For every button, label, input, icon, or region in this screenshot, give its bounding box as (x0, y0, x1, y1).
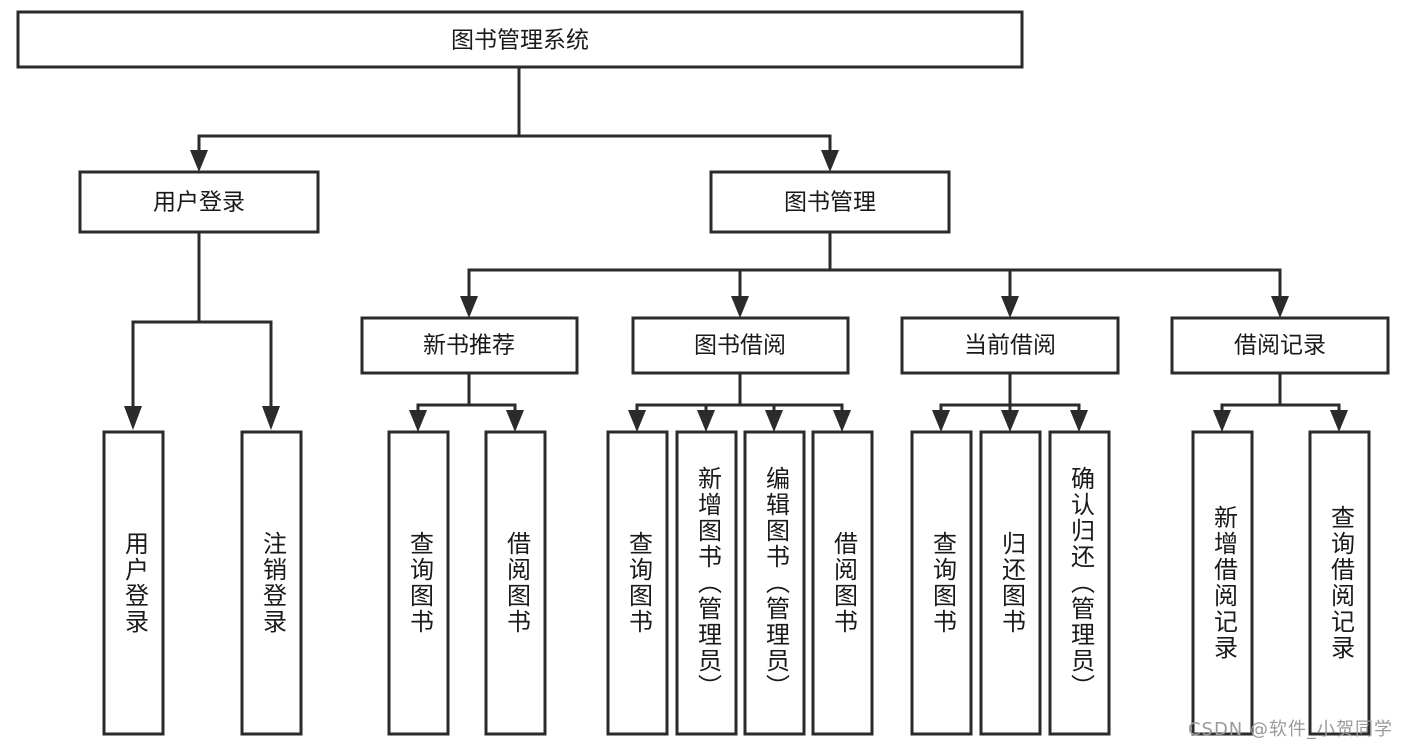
connectors-borrow-record-to-leaves (1213, 371, 1348, 432)
arrow-leaf-add-record (1213, 410, 1231, 432)
arrow-leaf-user-login (124, 406, 142, 430)
watermark: CSDN @软件_小贺同学 (1187, 719, 1393, 740)
arrow-leaf-logout (262, 406, 280, 430)
leaf-box-add-record[interactable] (1191, 430, 1254, 736)
leaf-box-query-record[interactable] (1308, 430, 1371, 736)
node-user-login-box[interactable] (78, 170, 320, 234)
node-new-book-recommend[interactable]: 新书推荐 (360, 316, 579, 375)
leaf-box-query-book-3[interactable] (910, 430, 973, 736)
arrow-leaf-borrow-book-2 (833, 410, 851, 432)
node-current-borrow[interactable]: 当前借阅 (900, 316, 1120, 375)
node-root[interactable]: 图书管理系统 (16, 10, 1024, 69)
node-book-borrow-box[interactable] (631, 316, 850, 375)
node-current-borrow-label: 当前借阅 (964, 333, 1056, 359)
leaf-boxes-book-borrow (606, 430, 874, 736)
leaf-box-user-login[interactable] (102, 430, 165, 736)
arrow-current-borrow (1001, 296, 1019, 318)
arrow-leaf-edit-book (765, 410, 783, 432)
leaf-boxes-new-book (387, 430, 547, 736)
node-book-management-box[interactable] (709, 170, 951, 234)
leaf-boxes-current-borrow (910, 430, 1111, 736)
node-root-label: 图书管理系统 (451, 28, 589, 54)
leaf-box-query-book-2[interactable] (606, 430, 669, 736)
connectors-book-borrow-to-leaves (628, 371, 851, 432)
node-borrow-record[interactable]: 借阅记录 (1170, 316, 1390, 375)
arrow-leaf-query-record (1330, 410, 1348, 432)
connectors-root-to-level2 (190, 65, 839, 172)
arrow-leaf-query-book-3 (932, 410, 950, 432)
leaf-box-add-book[interactable] (675, 430, 738, 736)
leaf-box-borrow-book-1[interactable] (484, 430, 547, 736)
leaf-box-edit-book[interactable] (743, 430, 806, 736)
connectors-current-borrow-to-leaves (932, 371, 1088, 432)
connectors-book-mgmt-to-level3 (460, 230, 1289, 318)
leaf-box-borrow-book-2[interactable] (811, 430, 874, 736)
arrow-new-book (460, 296, 478, 318)
connectors-new-book-to-leaves (409, 371, 524, 432)
node-new-book-recommend-box[interactable] (360, 316, 579, 375)
arrow-leaf-confirm-return (1070, 410, 1088, 432)
arrow-book-borrow (731, 296, 749, 318)
arrow-user-login (190, 150, 208, 172)
arrow-leaf-query-book-2 (628, 410, 646, 432)
arrow-borrow-record (1271, 296, 1289, 318)
leaf-boxes-borrow-record (1191, 430, 1371, 736)
connectors-user-login-to-leaves (124, 230, 280, 430)
node-book-management-label: 图书管理 (784, 190, 876, 216)
leaf-box-confirm-return[interactable] (1048, 430, 1111, 736)
leaf-box-return-book[interactable] (979, 430, 1042, 736)
arrow-leaf-add-book (697, 410, 715, 432)
arrow-leaf-return-book (1001, 410, 1019, 432)
node-borrow-record-label: 借阅记录 (1234, 333, 1326, 359)
leaf-box-logout[interactable] (240, 430, 303, 736)
node-new-book-recommend-label: 新书推荐 (423, 333, 515, 359)
node-book-borrow-label: 图书借阅 (694, 333, 786, 359)
node-root-box[interactable] (16, 10, 1024, 69)
node-book-borrow[interactable]: 图书借阅 (631, 316, 850, 375)
arrow-book-mgmt (821, 150, 839, 172)
node-borrow-record-box[interactable] (1170, 316, 1390, 375)
arrow-leaf-borrow-book-1 (506, 410, 524, 432)
node-book-management[interactable]: 图书管理 (709, 170, 951, 234)
leaf-boxes-user-login (102, 430, 303, 736)
leaf-box-query-book-1[interactable] (387, 430, 450, 736)
node-user-login[interactable]: 用户登录 (78, 170, 320, 234)
node-user-login-label: 用户登录 (153, 190, 245, 216)
arrow-leaf-query-book-1 (409, 410, 427, 432)
node-current-borrow-box[interactable] (900, 316, 1120, 375)
